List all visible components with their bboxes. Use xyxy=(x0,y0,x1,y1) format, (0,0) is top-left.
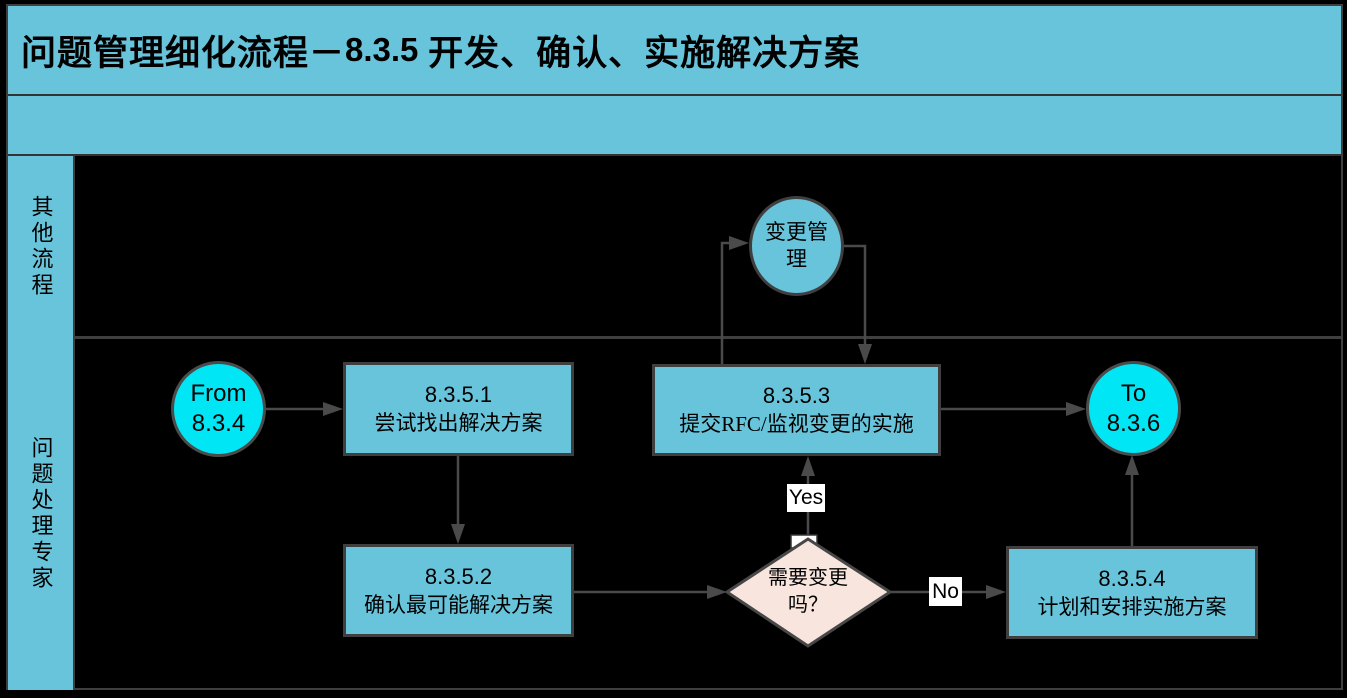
lane-problem-expert: 问题处理专家 xyxy=(8,338,75,690)
node-step-8353-label: 提交RFC/监视变更的实施 xyxy=(679,412,914,436)
edge-change-to-step3 xyxy=(843,244,867,347)
node-decision-label: 需要变更吗？ xyxy=(768,567,848,616)
edge-step3-to-change xyxy=(720,241,732,364)
lane-problem-expert-label: 问题处理专家 xyxy=(28,436,54,592)
node-step-8354: 8.3.5.4 计划和安排实施方案 xyxy=(1006,546,1258,639)
node-step-8352-code: 8.3.5.2 xyxy=(424,563,493,589)
node-step-8353-code: 8.3.5.3 xyxy=(762,383,831,408)
drawing-border xyxy=(6,4,1343,690)
arrowhead-decision-left xyxy=(707,585,727,599)
node-step-8354-label: 计划和安排实施方案 xyxy=(1037,594,1227,619)
node-from-line2: 8.3.4 xyxy=(191,410,246,437)
arrowhead-to-bottom xyxy=(1125,455,1139,475)
node-step-8354-code: 8.3.5.4 xyxy=(1098,565,1166,591)
page-title-number: 8.3.5 xyxy=(345,31,419,68)
node-to-line1: To xyxy=(1120,379,1147,407)
node-step-8352-label: 确认最可能解决方案 xyxy=(364,592,553,617)
arrowhead-step4-left xyxy=(986,585,1006,599)
arrowhead-to-left xyxy=(1066,402,1086,416)
page-title-prefix: 问题管理细化流程－ xyxy=(21,33,346,73)
node-from-834: From 8.3.4 xyxy=(171,361,266,457)
node-step-8351: 8.3.5.1 尝试找出解决方案 xyxy=(343,362,574,456)
node-change-management-label: 变更管理 xyxy=(765,220,828,271)
node-from-line1: From xyxy=(190,380,247,407)
edge-label-no: No xyxy=(929,577,962,606)
node-to-line2: 8.3.6 xyxy=(1106,409,1161,437)
node-step-8353: 8.3.5.3 提交RFC/监视变更的实施 xyxy=(652,364,941,456)
decision-diamond-shape xyxy=(724,537,893,648)
page-title-suffix: 开发、确认、实施解决方案 xyxy=(418,33,861,73)
subtitle-band-empty xyxy=(8,96,1341,156)
lane-other-processes-label: 其他流程 xyxy=(28,195,54,299)
arrowhead-step3-bottom xyxy=(801,456,815,476)
node-change-management: 变更管理 xyxy=(749,196,844,296)
arrowhead-change-left xyxy=(729,236,749,250)
edge-label-yes: Yes xyxy=(787,484,825,512)
lane-divider-line xyxy=(75,336,1341,339)
arrowhead-step2-top xyxy=(451,524,465,544)
node-to-836: To 8.3.6 xyxy=(1086,361,1181,456)
node-step-8351-code: 8.3.5.1 xyxy=(424,382,493,407)
lane-other-processes: 其他流程 xyxy=(8,156,75,338)
node-step-8352: 8.3.5.2 确认最可能解决方案 xyxy=(343,544,574,637)
title-bar: 问题管理细化流程－8.3.5 开发、确认、实施解决方案 xyxy=(8,6,1341,96)
node-step-8351-label: 尝试找出解决方案 xyxy=(374,411,543,435)
arrowhead-step3-top xyxy=(858,344,872,364)
arrowhead-step1-left xyxy=(323,402,343,416)
